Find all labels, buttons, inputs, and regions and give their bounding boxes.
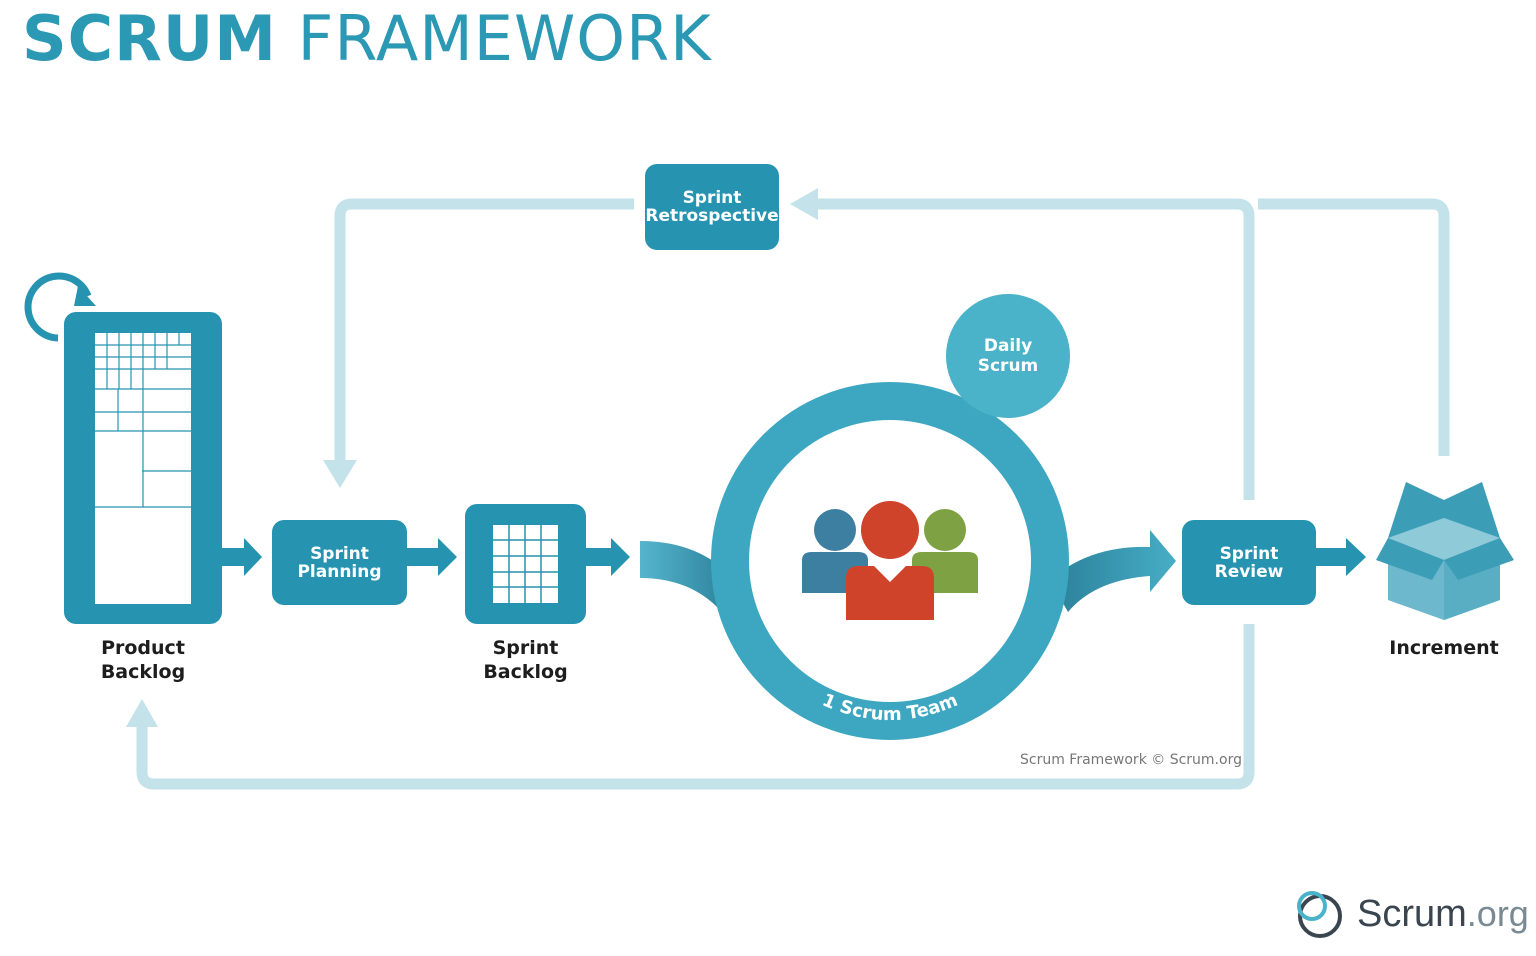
increment-box-icon: [1376, 482, 1514, 620]
retro-to-planning-line: [334, 198, 634, 462]
arrowhead-into-planning: [323, 460, 357, 488]
increment-label: Increment: [1389, 637, 1499, 659]
sprint-flow-ribbon-in: [640, 541, 735, 610]
scrum-org-logo-icon: [1297, 891, 1342, 938]
arrowhead-into-product-backlog: [126, 699, 158, 727]
arrow-backlog-to-planning: [222, 538, 262, 576]
page-title: SCRUM FRAMEWORK: [22, 2, 712, 75]
arrow-planning-to-sprint-backlog: [407, 538, 457, 576]
scrum-org-logo: Scrum.org: [1357, 893, 1529, 935]
refinement-cycle-icon: [24, 272, 92, 342]
arrow-sprint-backlog-to-sprint: [586, 538, 630, 576]
arrow-review-to-increment: [1316, 538, 1366, 576]
copyright-notice: Scrum Framework © Scrum.org: [1020, 752, 1242, 768]
scrum-team-people-icon: [802, 501, 978, 620]
arrowhead-into-retro: [790, 188, 818, 220]
review-to-retro-line: [812, 198, 1255, 500]
sprint-flow-ribbon-out: [1050, 530, 1176, 612]
sprint-cycle-ring: [711, 382, 1069, 740]
increment-loop-line: [1258, 198, 1450, 456]
review-to-backlog-line: [136, 624, 1255, 790]
